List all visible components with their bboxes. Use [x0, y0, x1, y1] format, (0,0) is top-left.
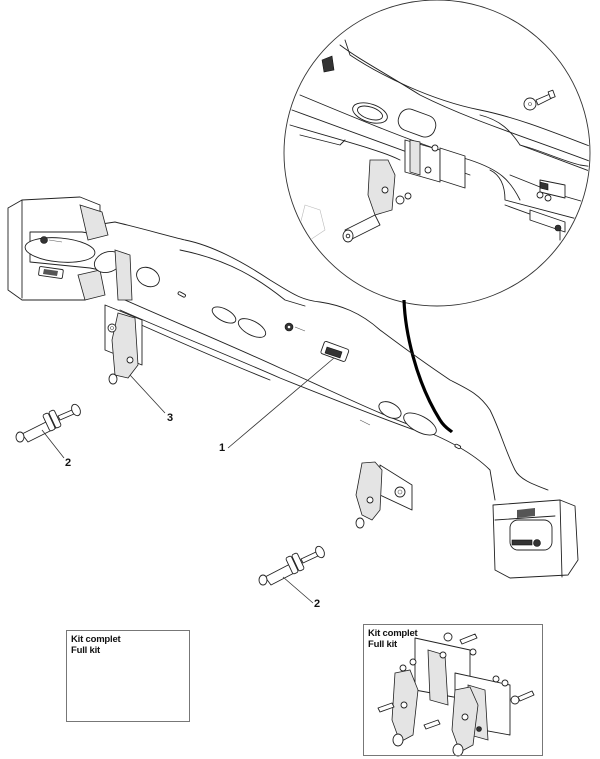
kit-box-2: Kit complet Full kit: [363, 624, 543, 756]
detail-leader: [402, 299, 454, 434]
washer: [523, 97, 537, 111]
leader-3: [129, 374, 166, 414]
kit-label-fr: Kit complet: [71, 634, 121, 645]
pin-part-2b: [258, 545, 325, 586]
detail-magnifier: [283, 0, 591, 307]
leader-2b: [282, 576, 314, 604]
kit-label-en: Full kit: [368, 639, 398, 650]
kit-label-fr: Kit complet: [368, 628, 418, 639]
kit-label-en: Full kit: [71, 645, 101, 656]
callout-2b: 2: [314, 598, 321, 610]
callout-1: 1: [219, 442, 226, 454]
kit-label-1: Kit complet Full kit: [71, 634, 121, 656]
leader-1: [227, 357, 335, 449]
pin-part-2a: [15, 403, 81, 443]
kit-label-2: Kit complet Full kit: [368, 628, 418, 650]
callout-2a: 2: [65, 457, 72, 469]
beam-assembly: [7, 196, 579, 579]
kit-2-parts: [377, 632, 535, 757]
callout-3: 3: [167, 412, 174, 424]
bracket-right: [355, 461, 413, 529]
kit-box-1: Kit complet Full kit: [66, 630, 190, 722]
leader-2a: [41, 429, 65, 459]
bracket-part-3: [104, 304, 143, 385]
